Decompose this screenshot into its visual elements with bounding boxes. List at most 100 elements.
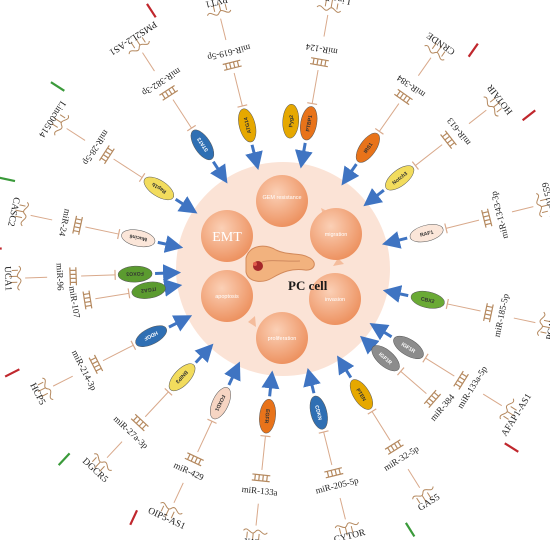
mirna-label: miR-24 <box>57 208 73 237</box>
inhibition-line <box>371 411 391 441</box>
sponge-line <box>339 497 346 520</box>
lncrna-glyph-icon <box>499 398 517 420</box>
downregulated-bar <box>50 81 65 92</box>
target-gene: ATG14 <box>238 108 257 143</box>
mirna-hairpin-icon <box>394 88 413 106</box>
activation-arrow <box>382 285 409 303</box>
mirna-hairpin-icon <box>88 354 104 374</box>
lncrna-glyph-icon <box>15 202 29 227</box>
pc-cell-label: PC cell <box>288 278 328 293</box>
lncrna-label: HOTAIR <box>485 82 515 116</box>
mirna-hairpin-icon <box>130 413 149 432</box>
target-gene: Mucin6 <box>121 229 156 248</box>
inhibition-line <box>311 69 319 104</box>
inhibition-bar <box>138 172 146 183</box>
lncrna-glyph-icon <box>128 37 150 55</box>
inhibition-line <box>95 292 129 300</box>
lncrna-glyph-icon <box>424 42 446 61</box>
inhibition-bar <box>164 388 173 396</box>
target-gene: STAT3 <box>190 129 215 161</box>
inhibition-bar <box>237 104 248 108</box>
inhibition-line <box>144 391 169 418</box>
sponge-line <box>25 276 48 279</box>
sponge-line <box>255 503 259 526</box>
sponge-line <box>52 375 73 387</box>
inhibition-bar <box>260 434 271 438</box>
inhibition-bar <box>411 161 419 170</box>
inhibition-bar <box>186 124 197 132</box>
inhibition-bar <box>422 353 429 363</box>
sponge-line <box>66 128 86 141</box>
activation-arrow <box>194 343 214 364</box>
axis-linc-ror: PTBP1 miR-124 Linc-ROR <box>294 0 352 169</box>
target-gene: ITGA2 <box>131 281 166 299</box>
lncrna-glyph-icon <box>160 502 183 519</box>
lncrna-label: UCA1 <box>2 266 13 291</box>
process-node-migration: migration <box>310 208 362 260</box>
process-node-gem: GEM resistance <box>256 175 308 227</box>
mirna-label: miR-384 <box>395 73 427 100</box>
downregulated-bar <box>57 452 71 466</box>
activation-arrow <box>168 315 193 332</box>
target-gene: Rap1b <box>143 176 175 201</box>
mirna-label: miR-185-5p <box>492 292 511 338</box>
lncrna-glyph-icon <box>207 2 232 16</box>
target-gene: PTBP1 <box>300 106 318 141</box>
emt-label: EMT <box>212 230 242 245</box>
lncrna-label: AFAP1-AS1 <box>500 392 534 439</box>
target-gene: IGF1R <box>371 345 400 372</box>
inhibition-line <box>197 421 213 453</box>
lncrna-glyph-icon <box>536 193 550 218</box>
mirna-hairpin-icon <box>384 439 404 455</box>
inhibition-line <box>378 103 400 132</box>
mirna-hairpin-icon <box>324 467 344 479</box>
upregulated-bar <box>521 109 536 122</box>
mirna-label: miR-1343-3p <box>489 190 511 240</box>
upregulated-bar <box>0 247 2 251</box>
inhibition-line <box>323 431 333 466</box>
activation-arrow <box>210 160 228 184</box>
sponge-line <box>417 57 432 76</box>
lncrna-label: Linc-ROR <box>310 0 352 6</box>
mirna-hairpin-icon <box>98 145 115 165</box>
activation-arrow <box>369 323 393 341</box>
inhibition-bar <box>307 102 318 106</box>
inhibition-line <box>415 144 443 166</box>
target-gene: Pyg2 <box>282 103 300 139</box>
lncrna-glyph-icon <box>37 377 54 401</box>
target-gene: CBX2 <box>410 290 445 309</box>
sponge-line <box>482 393 503 407</box>
apoptosis-label: apoptosis <box>215 294 239 300</box>
process-node-apoptosis: apoptosis <box>201 270 253 322</box>
mirna-hairpin-icon <box>69 267 78 286</box>
target-gene: IRS1 <box>355 132 380 163</box>
migration-label: migration <box>325 232 348 238</box>
lncrna-label: OIP5-AS1 <box>146 506 187 532</box>
lncrna-label: Linc00514 <box>36 99 67 139</box>
lncrna-label: CASC2 <box>5 196 21 227</box>
target-gene-label: ATG14 <box>243 116 253 133</box>
sponge-line <box>220 18 227 41</box>
target-gene: FOXO3 <box>117 265 153 283</box>
lncrna-label: HCP5 <box>27 382 47 407</box>
lncrna-glyph-icon <box>412 486 434 504</box>
mirna-label: miR-124 <box>305 42 339 57</box>
inhibition-bar <box>444 223 448 234</box>
activation-arrow <box>337 355 355 379</box>
sponge-line <box>513 317 536 324</box>
inhibition-bar <box>127 288 131 299</box>
sponge-line <box>142 52 155 72</box>
target-gene-label: EGFR <box>263 409 270 424</box>
mirna-hairpin-icon <box>82 290 93 310</box>
lncrna-label: CYTOR <box>333 528 367 540</box>
upregulated-bar <box>504 442 519 453</box>
sponge-line <box>468 109 487 125</box>
